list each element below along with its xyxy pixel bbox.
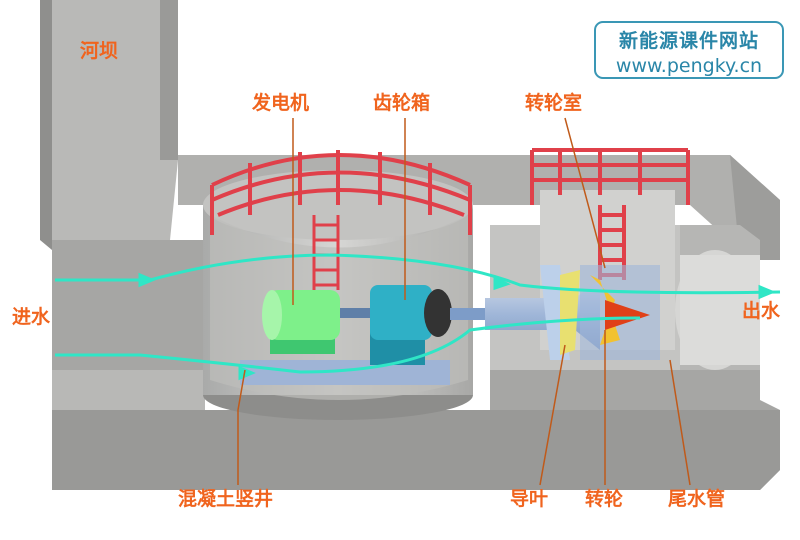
guide-vane <box>560 270 580 355</box>
gearbox <box>370 285 452 365</box>
label-concrete-shaft: 混凝土竖井 <box>178 488 274 510</box>
label-water-out: 出水 <box>742 300 781 322</box>
label-generator: 发电机 <box>252 92 310 114</box>
main-shaft <box>340 308 380 318</box>
leader-lines <box>237 117 691 486</box>
turbine <box>485 265 660 360</box>
label-runner: 转轮 <box>585 488 624 510</box>
label-runner-chamber: 转轮室 <box>525 92 583 114</box>
label-water-in: 进水 <box>12 306 51 328</box>
shaft-railing <box>210 150 472 235</box>
generator <box>262 290 340 354</box>
chamber-railing <box>530 148 690 280</box>
label-gearbox: 齿轮箱 <box>373 92 431 114</box>
label-draft-tube: 尾水管 <box>668 488 726 510</box>
site-logo: 新能源课件网站 www.pengky.cn <box>594 21 784 79</box>
logo-title: 新能源课件网站 <box>618 30 759 52</box>
water-flow <box>55 253 781 381</box>
label-dam: 河坝 <box>80 40 119 62</box>
label-guide-vane: 导叶 <box>510 488 549 510</box>
dam <box>40 0 178 250</box>
logo-url: www.pengky.cn <box>615 55 763 77</box>
